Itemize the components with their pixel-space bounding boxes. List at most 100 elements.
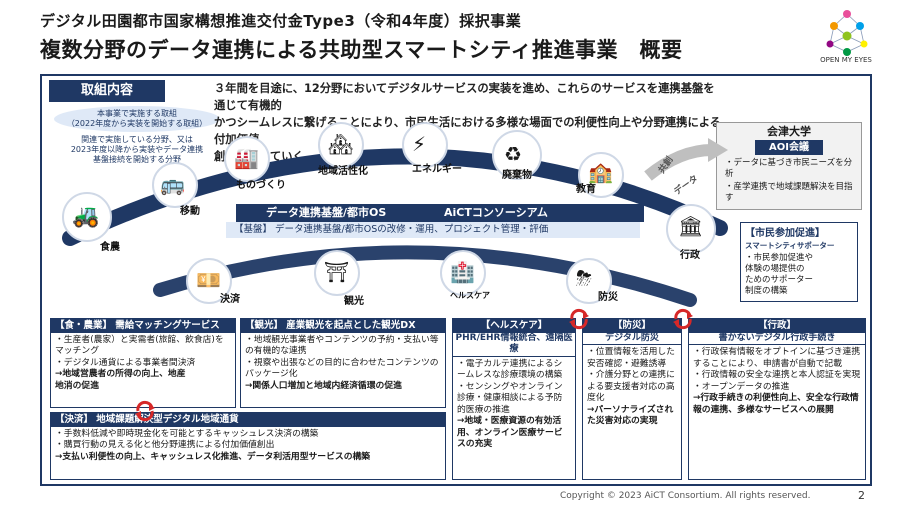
box-gyosei: 【行政】 書かないデジタル行政手続き ・行政保有情報をオプトインに基づき連携する…: [688, 318, 866, 480]
box-shokuno-title: 【食・農業】 需給マッチングサービス: [51, 319, 235, 333]
disaster-icon: ⛈: [576, 266, 592, 290]
consortium-label: AiCTコンソーシアム: [444, 206, 548, 219]
box-bosai: 【防災】 デジタル防災 ・位置情報を活用した安否確認・避難誘導 ・介護分野との連…: [582, 318, 682, 480]
box-bosai-result-1: →パーソナライズされた災害対応の実現: [587, 404, 674, 427]
cycle-arrow-icon: [673, 308, 693, 330]
box-kessai-item-2: ・購買行動の見える化と他分野連携による付加価値創出: [55, 440, 275, 450]
label-monozukuri: ものづくり: [236, 180, 286, 191]
label-gyosei: 行政: [680, 250, 700, 261]
ido-circle: [152, 162, 198, 208]
hospital-icon: 🏥: [450, 260, 475, 284]
box-healthcare-item-2: ・センシングやオンライン診療・健康相談による予防的医療の推進: [457, 381, 563, 415]
cycle-arrow-icon: [569, 308, 589, 330]
box-bosai-item-2: ・介護分野との連携による要支援者対応の高度化: [587, 370, 675, 403]
box-kessai-result-1: →支払い利便性の向上、キャッシュレス化推進、データ利活用型サービスの構築: [55, 451, 371, 462]
legend-ellipse-line-1: 本事業で実施する取組: [97, 109, 177, 118]
label-ido: 移動: [180, 206, 200, 217]
label-healthcare: ヘルスケア: [450, 291, 490, 300]
energy-circle: [402, 122, 448, 168]
windmill-icon: ⚡: [412, 132, 427, 156]
citizen-participation-sub: スマートシティサポーター: [745, 241, 835, 250]
box-shokuno-result-1: →地域営農者の所得の向上、地産: [55, 369, 186, 379]
aoi-label: AOI会議: [755, 140, 823, 155]
box-healthcare: 【ヘルスケア】 PHR/EHR情報統合、遠隔医療 ・電子カルテ連携によるシームレ…: [452, 318, 576, 480]
box-shokuno-result-2: 地消の促進: [55, 380, 99, 391]
platform-sub-band: 【基盤】 データ連携基盤/都市OSの改修・運用、プロジェクト管理・評価: [226, 222, 640, 238]
gyosei-circle: [666, 204, 716, 254]
citizen-participation-line-3: ためのサポーター: [745, 275, 814, 285]
box-gyosei-result-1: →行政手続きの利便性向上、安全な行政情報の連携、多様なサービスへの展開: [693, 393, 859, 415]
box-bosai-item-1: ・位置情報を活用した安否確認・避難誘導: [587, 347, 675, 369]
box-healthcare-title: 【ヘルスケア】: [453, 319, 575, 333]
box-kanko-item-2: ・視察や出張などの目的に合わせたコンテンツのパッケージ化: [245, 357, 439, 380]
recycle-icon: ♻: [504, 142, 522, 166]
kanko-circle: [314, 250, 360, 296]
citizen-participation-title: 【市民参加促進】: [745, 228, 825, 239]
citizen-participation-box: 【市民参加促進】 スマートシティサポーター ・市民参加促進や 体験の場提供の た…: [740, 222, 858, 302]
aizu-university-box: 会津大学 AOI会議 ・データに基づき市民ニーズを分析 ・産学連携で地域課題解決…: [716, 122, 862, 210]
page-title: 複数分野のデータ連携による共助型スマートシティ推進事業 概要: [40, 38, 683, 62]
cycle-arrow-icon: [135, 400, 155, 422]
page-subtitle: デジタル田園都市国家構想推進交付金Type3（令和4年度）採択事業: [40, 12, 522, 30]
open-my-eyes-logo-icon: [826, 10, 868, 56]
page-number: 2: [858, 489, 865, 502]
copyright: Copyright © 2023 AiCT Consortium. All ri…: [560, 491, 811, 501]
torikumi-label: 取組内容: [49, 80, 165, 102]
platform-band: データ連携基盤/都市OS AiCTコンソーシアム: [236, 204, 644, 222]
lower-arc: [153, 245, 697, 307]
box-bosai-title: 【防災】: [583, 319, 681, 333]
box-shokuno-item-1: ・生産者(農家）と実需者(旅館、飲食店)をマッチング: [55, 334, 224, 357]
legend-ellipse-line-2: （2022年度から実装を開始する取組）: [66, 119, 208, 128]
box-shokuno: 【食・農業】 需給マッチングサービス ・生産者(農家）と実需者(旅館、飲食店)を…: [50, 318, 236, 408]
payment-icon: 💴: [196, 268, 221, 292]
box-healthcare-sub: PHR/EHR情報統合、遠隔医療: [453, 332, 575, 357]
healthcare-circle: [440, 250, 486, 296]
bosai-circle: [566, 258, 612, 304]
box-gyosei-item-3: ・オープンデータの推進: [693, 381, 790, 392]
shrine-icon: ⛩: [324, 260, 350, 284]
box-gyosei-sub: 書かないデジタル行政手続き: [689, 332, 865, 345]
label-kyoiku: 教育: [576, 184, 596, 195]
shokuno-circle: [62, 192, 112, 242]
label-shokuno: 食農: [100, 242, 120, 253]
citizen-participation-line-4: 制度の構築: [745, 286, 788, 296]
legend-note-line-3: 基盤接続を開始する分野: [93, 155, 181, 164]
box-kessai: 【決済】 地域課題解決型デジタル地域通貨 ・手数料低減や即時現金化を可能とするキ…: [50, 412, 446, 480]
haikibutsu-circle: [492, 130, 542, 180]
citizen-participation-line-1: ・市民参加促進や: [745, 253, 814, 263]
tractor-icon: 🚜: [72, 204, 100, 229]
citizen-participation-line-2: 体験の場提供の: [745, 264, 805, 274]
box-gyosei-item-1: ・行政保有情報をオプトインに基づき連携することにより、申請書が自動で記載: [693, 347, 861, 369]
government-icon: 🏛: [678, 214, 704, 238]
legend-ellipse: 本事業で実施する取組 （2022年度から実装を開始する取組）: [54, 106, 220, 132]
box-gyosei-item-2: ・行政情報の安全な連携と本人認証を実現: [693, 370, 861, 380]
label-kessai: 決済: [220, 294, 240, 305]
kyoiku-circle: [578, 152, 624, 198]
label-chiiki: 地域活性化: [318, 166, 368, 177]
label-energy: エネルギー: [412, 164, 462, 175]
kyoso-arrow-head: [708, 138, 728, 162]
box-kanko-title: 【観光】 産業観光を起点とした観光DX: [241, 319, 445, 333]
box-kanko-result-1: →関係人口増加と地域内経済循環の促進: [245, 380, 402, 391]
label-kanko: 観光: [344, 296, 364, 307]
legend-note-line-1: 関連で実施している分野、又は: [81, 135, 193, 144]
box-shokuno-item-2: ・デジタル通貨による事業者間決済: [55, 357, 196, 368]
monozukuri-circle: [224, 136, 270, 182]
aizu-item-2: ・産学連携で地域課題解決を目指す: [725, 182, 853, 203]
logo-caption: OPEN MY EYES: [820, 56, 872, 64]
label-bosai: 防災: [598, 292, 618, 303]
school-icon: 🏫: [588, 160, 613, 184]
intro-line-1: ３年間を目途に、12分野においてデジタルサービスの実装を進め、これらのサービスを…: [214, 82, 715, 112]
bus-icon: 🚌: [160, 172, 185, 196]
box-healthcare-item-1: ・電子カルテ連携によるシームレスな診療環境の構築: [457, 358, 563, 381]
aizu-item-1: ・データに基づき市民ニーズを分析: [725, 158, 853, 179]
box-bosai-sub: デジタル防災: [583, 332, 681, 345]
box-kanko-item-1: ・地域観光事業者やコンテンツの予約・支払い等の有機的な連携: [245, 334, 439, 357]
kessai-circle: [186, 258, 232, 304]
kyoso-arrow: [644, 144, 713, 181]
factory-icon: 🏭: [234, 146, 259, 170]
box-kanko: 【観光】 産業観光を起点とした観光DX ・地域観光事業者やコンテンツの予約・支払…: [240, 318, 446, 408]
label-haikibutsu: 廃棄物: [502, 170, 532, 181]
aizu-title: 会津大学: [767, 125, 811, 138]
box-healthcare-result-1: →地域・医療資源の有効活用、オンライン医療サービスの充実: [457, 416, 563, 449]
